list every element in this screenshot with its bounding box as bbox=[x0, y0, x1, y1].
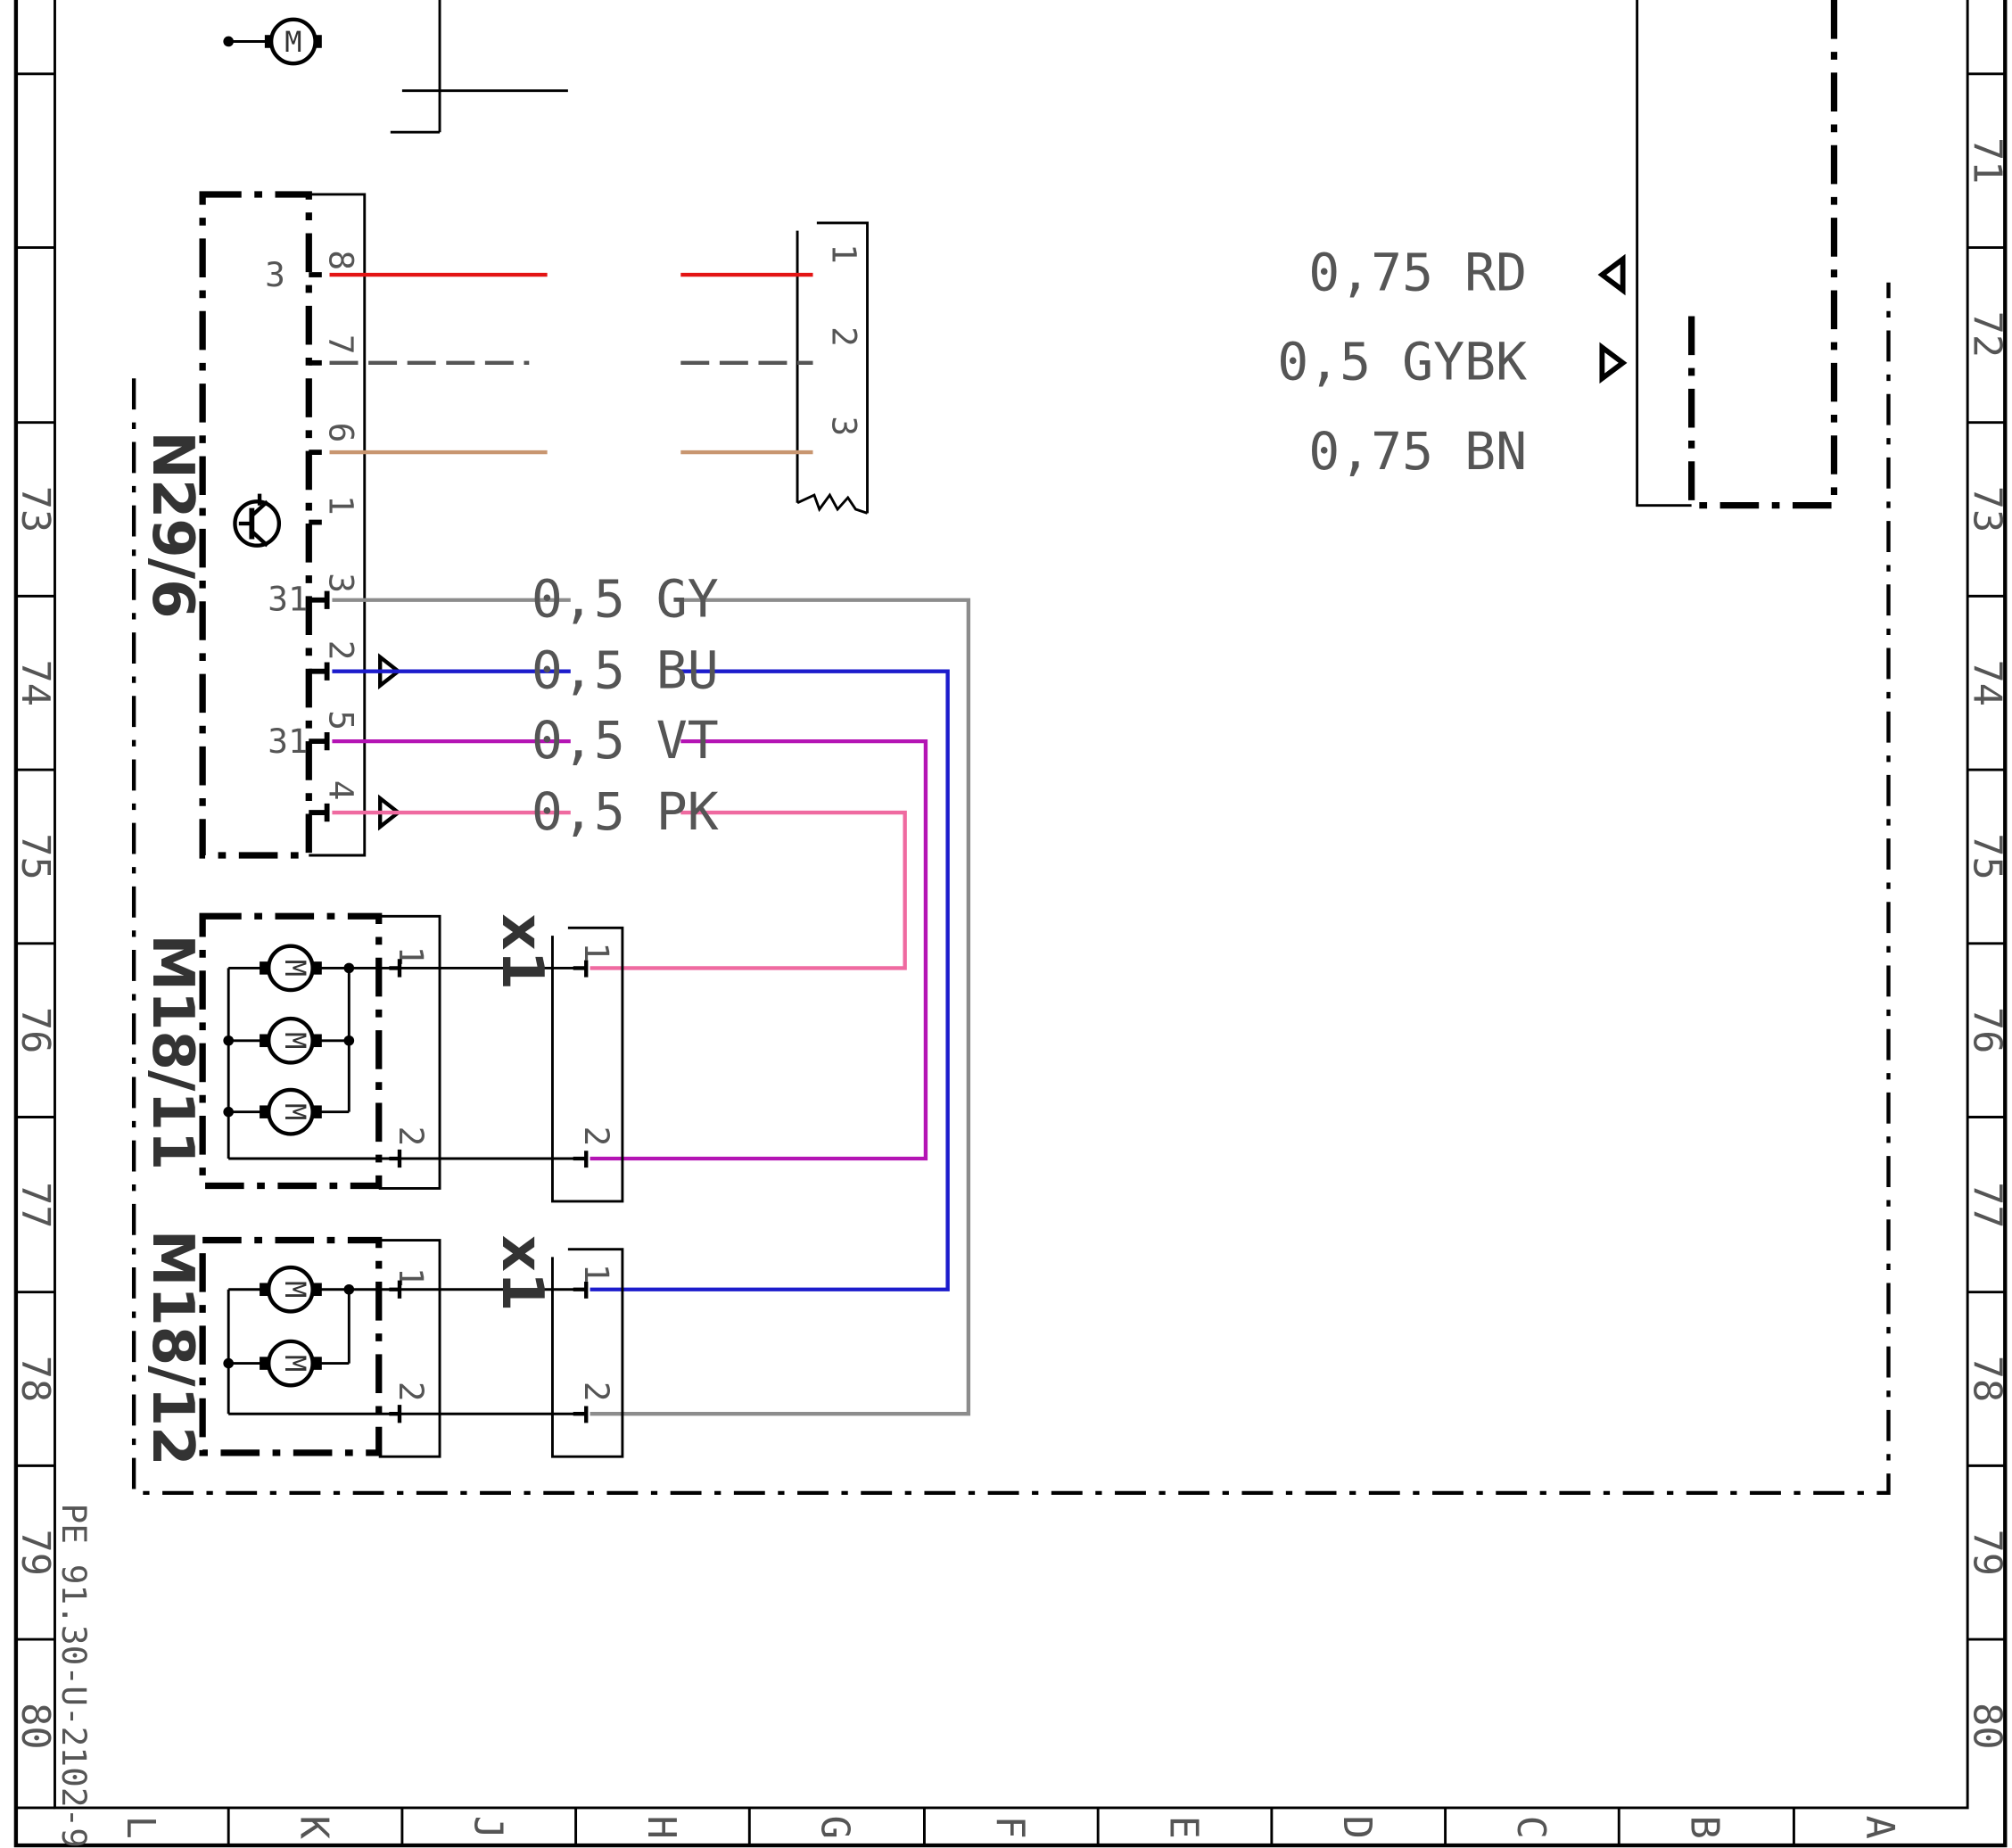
row-label: 80 bbox=[1964, 1703, 2008, 1749]
wire-label-bu: 0,5 BU bbox=[532, 640, 719, 701]
motor-icon: M bbox=[260, 1265, 322, 1314]
pin-label: 2 bbox=[824, 326, 863, 347]
connector-x1-upper: x1 1 2 bbox=[489, 913, 624, 1203]
component-label: N29/6 bbox=[139, 431, 205, 618]
wire-label-vt: 0,5 VT bbox=[532, 710, 719, 771]
wire-label-gybk: 0,5 GYBK bbox=[1277, 332, 1527, 392]
pin-label: 5 bbox=[322, 710, 361, 730]
pin-label: 1 bbox=[322, 495, 361, 516]
row-label: 75 bbox=[12, 833, 57, 879]
column-label: D bbox=[1334, 1816, 1379, 1839]
svg-text:M: M bbox=[278, 960, 312, 977]
row-label: 74 bbox=[1964, 659, 2008, 705]
motor-icon: M bbox=[260, 944, 322, 993]
pin-label: 8 bbox=[322, 250, 361, 270]
arrow-right-icon bbox=[1599, 342, 1628, 384]
motor-group-m18-11: M18/11 M M M 1 2 bbox=[139, 912, 584, 1190]
pin-label: 2 bbox=[392, 1126, 431, 1147]
enclosure-boundary bbox=[131, 282, 1891, 1496]
row-label: 80 bbox=[12, 1703, 57, 1749]
document-id: PE 91.30-U-2102-99MAA bbox=[54, 1503, 94, 1848]
row-label: 71 bbox=[1964, 137, 2008, 184]
row-label: 79 bbox=[12, 1529, 57, 1575]
drawing-frame bbox=[13, 0, 2008, 1848]
row-label: 79 bbox=[1964, 1529, 2008, 1575]
pin-label: 1 bbox=[577, 942, 616, 962]
pin-label: 3 bbox=[824, 416, 863, 436]
module-n29-6: N29/6 3 31 31 8 7 6 1 3 2 5 4 bbox=[139, 191, 402, 859]
row-label: 77 bbox=[12, 1182, 57, 1228]
pin-label: 1 bbox=[577, 1264, 616, 1284]
connector-x1-lower: x1 1 2 bbox=[489, 1235, 624, 1458]
upper-right-box bbox=[1636, 0, 1838, 509]
motor-symbol: M bbox=[284, 25, 301, 59]
column-label: K bbox=[292, 1816, 336, 1840]
wire-label-pk: 0,5 PK bbox=[532, 781, 719, 842]
pin-label: 2 bbox=[577, 1126, 616, 1147]
upper-wire-stubs bbox=[329, 272, 813, 455]
pin-label: 31 bbox=[268, 722, 308, 761]
row-label: 74 bbox=[12, 659, 57, 705]
row-labels-right: 71 72 73 74 75 76 77 78 79 80 bbox=[1964, 137, 2008, 1750]
row-label: 77 bbox=[1964, 1182, 2008, 1228]
pin-label: 1 bbox=[392, 1267, 431, 1288]
row-label: 76 bbox=[12, 1007, 57, 1053]
pin-label: 1 bbox=[392, 946, 431, 967]
column-label: G bbox=[812, 1816, 857, 1839]
column-label: A bbox=[1857, 1816, 1901, 1839]
row-label: 78 bbox=[12, 1356, 57, 1402]
wire-label-rd: 0,75 RD bbox=[1308, 242, 1527, 302]
pin-label: 2 bbox=[577, 1382, 616, 1402]
pin-label: 31 bbox=[268, 579, 308, 618]
arrow-left-icon bbox=[1597, 253, 1626, 296]
column-label: C bbox=[1508, 1816, 1553, 1839]
wire-bu bbox=[332, 669, 950, 1291]
row-label: 72 bbox=[1964, 311, 2008, 358]
column-label: F bbox=[987, 1816, 1032, 1839]
upper-wire-labels: 0,75 RD 0,5 GYBK 0,75 BN bbox=[1277, 242, 1628, 482]
wire-vt bbox=[332, 738, 928, 1161]
column-label: H bbox=[639, 1816, 683, 1839]
wire-pk bbox=[332, 810, 907, 970]
pin-label: 2 bbox=[322, 640, 361, 661]
connector-label: x1 bbox=[489, 1235, 555, 1312]
component-label: M18/11 bbox=[139, 934, 205, 1170]
transistor-icon bbox=[233, 493, 282, 548]
wire-label-bn: 0,75 BN bbox=[1308, 421, 1527, 482]
component-label: M18/12 bbox=[139, 1230, 205, 1466]
column-label: J bbox=[465, 1816, 509, 1839]
connector-top: 1 2 3 bbox=[796, 221, 869, 515]
row-label: 73 bbox=[12, 486, 57, 532]
svg-text:M: M bbox=[278, 1281, 312, 1298]
svg-text:M: M bbox=[278, 1032, 312, 1049]
column-label: L bbox=[118, 1816, 162, 1839]
pin-label: 3 bbox=[265, 255, 285, 294]
pin-label: 3 bbox=[322, 573, 361, 593]
pin-label: 7 bbox=[322, 334, 361, 355]
row-label: 76 bbox=[1964, 1007, 2008, 1053]
motor-icon: M bbox=[260, 1087, 322, 1136]
pin-label: 4 bbox=[322, 780, 361, 801]
row-label: 78 bbox=[1964, 1356, 2008, 1402]
row-labels-left: 73 74 75 76 77 78 79 80 bbox=[12, 486, 57, 1750]
svg-text:M: M bbox=[278, 1355, 312, 1372]
row-label: 75 bbox=[1964, 833, 2008, 879]
column-label: E bbox=[1161, 1816, 1206, 1839]
top-motor-fragment: M bbox=[223, 17, 322, 66]
row-label: 73 bbox=[1964, 486, 2008, 532]
connector-label: x1 bbox=[489, 913, 555, 990]
motor-icon: M bbox=[260, 1016, 322, 1065]
pin-label: 2 bbox=[392, 1382, 431, 1402]
wire-gy bbox=[332, 598, 971, 1416]
motor-icon: M bbox=[260, 1339, 322, 1388]
wire-label-gy: 0,5 GY bbox=[532, 569, 719, 630]
column-label: B bbox=[1682, 1816, 1727, 1839]
top-line-fragment bbox=[390, 0, 568, 134]
pin-label: 6 bbox=[322, 423, 361, 443]
pin-label: 1 bbox=[824, 243, 863, 264]
motor-group-m18-12: M18/12 M M 1 2 bbox=[139, 1230, 584, 1466]
svg-text:M: M bbox=[278, 1103, 312, 1120]
column-labels: L K J H G F E D C B A bbox=[118, 1816, 1901, 1840]
